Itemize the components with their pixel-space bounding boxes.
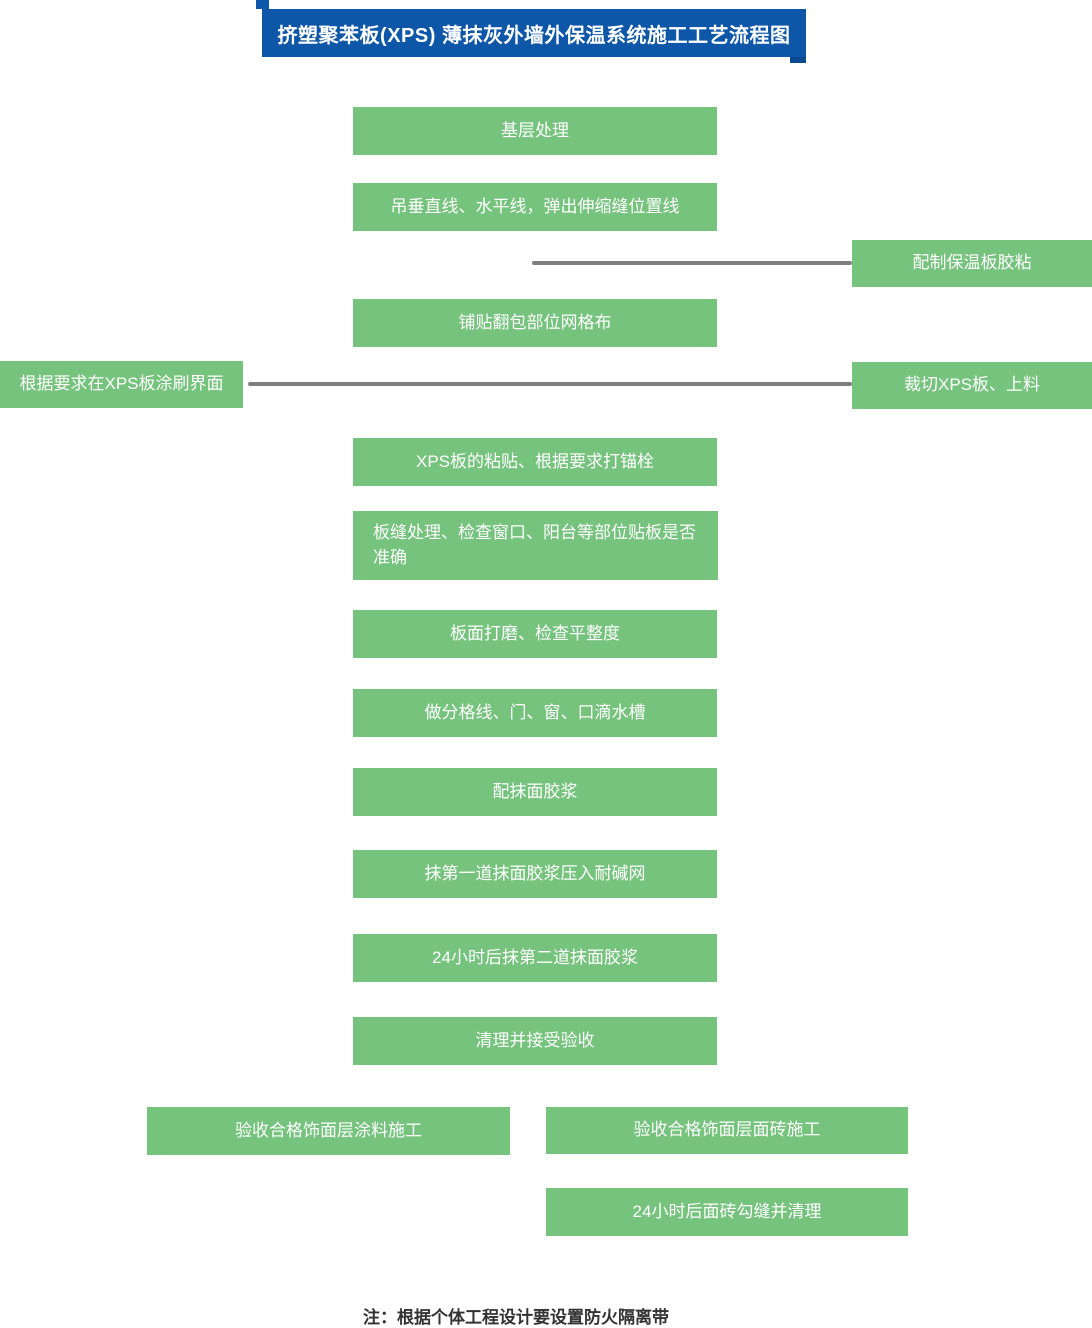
side-step-cut-boards: 裁切XPS板、上料 [852,362,1092,409]
note-text: 注：根据个体工程设计要设置防火隔离带 [363,1308,669,1327]
step-seam-check: 板缝处理、检查窗口、阳台等部位贴板是否准确 [353,511,718,580]
connector-line-adhesive [532,261,852,265]
flowchart-title: 挤塑聚苯板(XPS) 薄抹灰外墙外保温系统施工工艺流程图 [262,9,806,57]
step-tile-finish: 验收合格饰面层面砖施工 [546,1107,908,1154]
title-notch-top-left [256,0,269,9]
side-step-interface-coating: 根据要求在XPS板涂刷界面 [0,361,243,408]
step-clean-acceptance: 清理并接受验收 [353,1017,717,1065]
connector-line-cut-boards [248,382,852,386]
step-grid-lines-drip-grooves: 做分格线、门、窗、口滴水槽 [353,689,717,737]
step-hang-plumb-lines: 吊垂直线、水平线，弹出伸缩缝位置线 [353,183,717,231]
step-tile-grouting: 24小时后面砖勾缝并清理 [546,1188,908,1236]
title-notch-bottom-right [790,57,806,63]
step-board-bonding-anchors: XPS板的粘贴、根据要求打锚栓 [353,438,717,486]
step-mix-plaster: 配抹面胶浆 [353,768,717,816]
step-first-plaster-coat: 抹第一道抹面胶浆压入耐碱网 [353,850,717,898]
step-mesh-wrap: 铺贴翻包部位网格布 [353,299,717,347]
step-surface-sanding: 板面打磨、检查平整度 [353,610,717,658]
side-step-prepare-adhesive: 配制保温板胶粘 [852,240,1092,287]
step-paint-finish: 验收合格饰面层涂料施工 [147,1107,510,1155]
step-second-plaster-coat: 24小时后抹第二道抹面胶浆 [353,934,717,982]
step-base-treatment: 基层处理 [353,107,717,155]
